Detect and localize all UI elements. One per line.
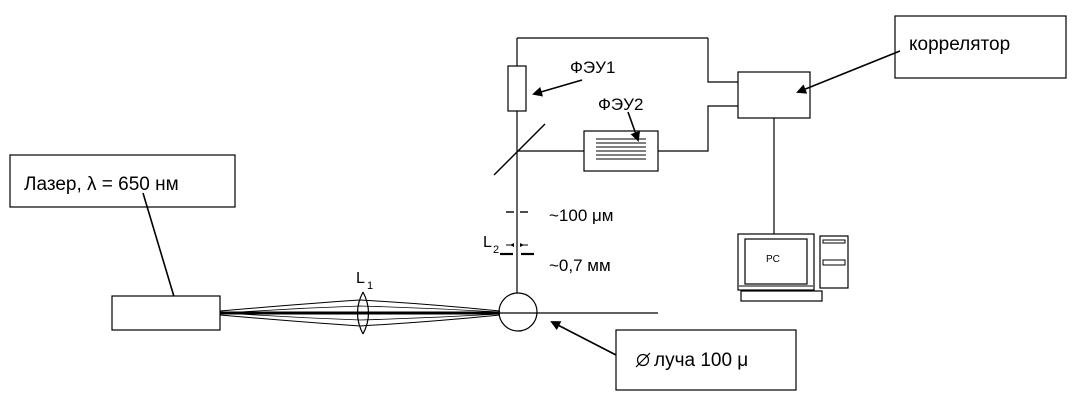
correlator-label-box — [894, 15, 1067, 79]
laser-label: Лазер, λ = 650 нм — [24, 174, 179, 195]
beam-diameter-label-box — [615, 329, 797, 391]
pc-keyboard — [740, 290, 823, 302]
pinhole-size-label: ~100 μм — [549, 206, 614, 225]
lens-1-label-subscript: 1 — [367, 280, 373, 292]
pmt2-label: ФЭУ2 — [598, 95, 643, 114]
pmt1-detector — [507, 65, 527, 112]
laser-label-box: Лазер, λ = 650 нм — [9, 154, 236, 208]
lens-2-gap-label: ~0,7 мм — [549, 256, 611, 275]
laser-pointer-arrow — [142, 192, 181, 312]
lens-1-label: L — [356, 270, 365, 287]
pc-computer: PC — [737, 233, 849, 302]
pmt2-pointer-arrow — [627, 111, 641, 142]
pmt1-label: ФЭУ1 — [570, 58, 615, 77]
beam-diameter-label: луча 100 μ — [654, 350, 748, 371]
lens-2-label-subscript: 2 — [493, 244, 499, 256]
lens-2: L 2 — [483, 234, 534, 256]
laser-body — [111, 295, 221, 331]
sample-cell — [498, 292, 538, 332]
signal-wires — [658, 38, 738, 152]
beam-diameter-pointer-arrow — [550, 321, 617, 356]
laser-beam — [219, 299, 501, 327]
lens-1: L 1 — [356, 270, 373, 335]
correlator-label: коррелятор — [909, 34, 1010, 55]
pmt1-pointer-arrow — [532, 79, 583, 97]
lens-2-label: L — [483, 234, 492, 251]
diameter-icon — [635, 352, 651, 368]
pmt2-grid — [596, 138, 646, 160]
correlator-device — [737, 71, 811, 119]
correlator-pointer-arrow — [796, 50, 901, 94]
pc-label: PC — [766, 254, 780, 265]
beam-splitter — [493, 123, 546, 176]
pc-tower — [819, 235, 849, 289]
pc-screen — [744, 238, 808, 285]
